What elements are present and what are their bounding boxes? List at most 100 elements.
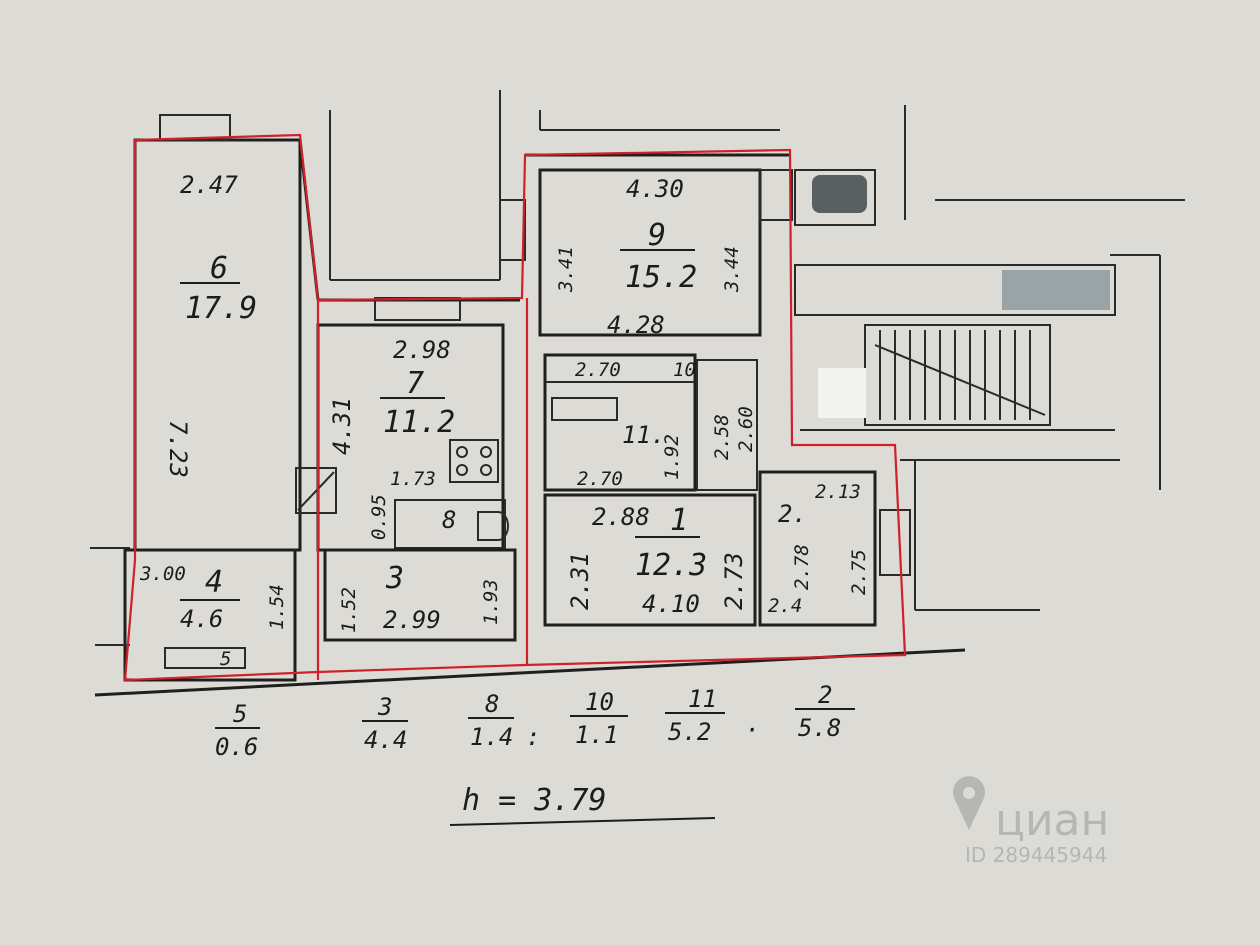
room-7-bottom: 1.73 bbox=[390, 468, 436, 490]
room-1-number: 1 bbox=[670, 503, 688, 538]
room-3-left: 1.52 bbox=[338, 587, 360, 633]
summary-item: 5 0.6 bbox=[215, 700, 260, 761]
svg-text:5.8: 5.8 bbox=[798, 714, 841, 742]
room-1-right: 2.73 bbox=[720, 552, 748, 610]
stove-icon bbox=[449, 439, 499, 483]
svg-text:5.2: 5.2 bbox=[668, 718, 711, 746]
svg-text:0.6: 0.6 bbox=[215, 733, 258, 761]
apartment-boundary bbox=[123, 133, 907, 682]
room-2-walls bbox=[758, 470, 877, 627]
room-9-right: 3.44 bbox=[721, 246, 743, 293]
redacted-mark-3 bbox=[818, 368, 866, 418]
window-9 bbox=[499, 199, 526, 261]
room-6-area: 17.9 bbox=[185, 291, 257, 326]
window-6 bbox=[159, 114, 231, 141]
watermark-brand: циан bbox=[995, 795, 1109, 846]
area-summary: 5 0.6 3 4.4 8 1.4 : 10 1.1 11 5.2 · 2 bbox=[215, 681, 855, 761]
room-2-mid: 2.78 bbox=[791, 544, 813, 590]
summary-item: 8 1.4 bbox=[468, 690, 514, 751]
summary-separator: : bbox=[526, 723, 540, 751]
room-3-number: 3 bbox=[385, 561, 404, 596]
room-9-area: 15.2 bbox=[625, 260, 697, 295]
summary-item: 10 1.1 bbox=[570, 688, 628, 749]
svg-text:8: 8 bbox=[485, 690, 499, 718]
room-2-top: 2.13 bbox=[815, 481, 861, 503]
room-11-number: 11. bbox=[622, 421, 665, 449]
svg-text:5: 5 bbox=[233, 700, 247, 728]
room-7-side: 4.31 bbox=[328, 397, 356, 455]
room-4-top: 3.00 bbox=[139, 563, 186, 585]
summary-item: 11 5.2 bbox=[665, 685, 725, 746]
room-6-number: 6 bbox=[210, 251, 228, 286]
room-9-number: 9 bbox=[648, 218, 666, 253]
room-9-top: 4.30 bbox=[626, 175, 684, 203]
walls bbox=[90, 90, 1185, 697]
svg-text:1.1: 1.1 bbox=[575, 721, 618, 749]
room-11-width: 2.70 bbox=[577, 468, 623, 490]
svg-text:1.4: 1.4 bbox=[470, 723, 513, 751]
room-9-walls bbox=[538, 168, 762, 337]
room-2-number: 2. bbox=[778, 500, 807, 528]
room-1-bottom: 4.10 bbox=[642, 590, 700, 618]
summary-item: 2 5.8 bbox=[795, 681, 855, 742]
svg-text:3: 3 bbox=[377, 693, 392, 721]
room-3-bottom: 2.99 bbox=[383, 606, 441, 634]
room-1-walls bbox=[543, 493, 757, 627]
watermark-id: ID 289445944 bbox=[965, 843, 1107, 867]
room-4-5-labels: 3.00 4 4.6 1.54 5 bbox=[139, 563, 288, 670]
summary-item: 3 4.4 bbox=[362, 693, 408, 754]
summary-dot: · bbox=[745, 716, 759, 744]
svg-text:4.4: 4.4 bbox=[364, 726, 407, 754]
room-4-number: 4 bbox=[205, 565, 223, 600]
room-6-top: 2.47 bbox=[180, 171, 238, 199]
room-4-right: 1.54 bbox=[266, 584, 288, 630]
room-7-number: 7 bbox=[406, 366, 424, 401]
room-1-top: 2.88 bbox=[592, 503, 650, 531]
svg-text:10: 10 bbox=[585, 688, 614, 716]
room-8-number: 8 bbox=[442, 506, 456, 534]
watermark: циан ID 289445944 bbox=[953, 776, 1109, 867]
room-7-area: 11.2 bbox=[383, 405, 455, 440]
room-3-right: 1.93 bbox=[480, 579, 502, 625]
room-6-side: 7.23 bbox=[164, 420, 192, 478]
room-3-8-labels: 3 2.99 1.52 1.93 8 0.95 bbox=[338, 494, 502, 634]
room-4-walls bbox=[123, 548, 297, 682]
room-10-top: 2.70 bbox=[575, 359, 621, 381]
room-6-walls bbox=[133, 138, 302, 552]
room-7-top: 2.98 bbox=[393, 336, 451, 364]
svg-text:11: 11 bbox=[688, 685, 717, 713]
stairwell bbox=[794, 105, 1185, 611]
room-10-walls bbox=[696, 359, 758, 491]
location-pin-icon bbox=[953, 776, 985, 830]
room-6-labels: 2.47 6 17.9 7.23 bbox=[164, 171, 257, 478]
room-2-bottom: 2.4 bbox=[768, 595, 802, 617]
room-11-height: 1.92 bbox=[661, 434, 683, 480]
redacted-mark bbox=[812, 175, 867, 213]
room-11-walls bbox=[543, 353, 697, 492]
room-3-walls bbox=[323, 548, 517, 642]
chimney bbox=[759, 169, 793, 221]
room-1-area: 12.3 bbox=[635, 548, 707, 583]
room-1-left: 2.31 bbox=[566, 552, 594, 610]
stove-vent bbox=[295, 467, 337, 514]
toilet-icon bbox=[477, 511, 509, 541]
room-2-labels: 2. 2.13 2.78 2.75 2.4 bbox=[768, 481, 870, 617]
room-8-walls bbox=[394, 499, 506, 549]
room-9-bottom: 4.28 bbox=[607, 311, 665, 339]
room-5-box bbox=[164, 647, 246, 669]
bathtub-icon bbox=[551, 397, 618, 421]
room-9-labels: 4.30 9 15.2 3.41 3.44 4.28 bbox=[555, 175, 743, 339]
room-4-area: 4.6 bbox=[180, 605, 223, 633]
room-10-11-labels: 2.70 10 11. 2.70 1.92 2.58 2.60 bbox=[575, 359, 757, 490]
svg-text:2: 2 bbox=[818, 681, 832, 709]
room-11-right2: 2.60 bbox=[735, 406, 757, 452]
ceiling-height: h = 3.79 bbox=[462, 783, 607, 818]
window-2 bbox=[879, 509, 911, 576]
room-5-number: 5 bbox=[220, 648, 231, 670]
redacted-mark-2 bbox=[1002, 270, 1110, 310]
room-2-right: 2.75 bbox=[848, 549, 870, 595]
room-8-small: 0.95 bbox=[368, 494, 390, 540]
room-10-number: 10 bbox=[673, 359, 696, 381]
room-9-left: 3.41 bbox=[555, 246, 577, 293]
